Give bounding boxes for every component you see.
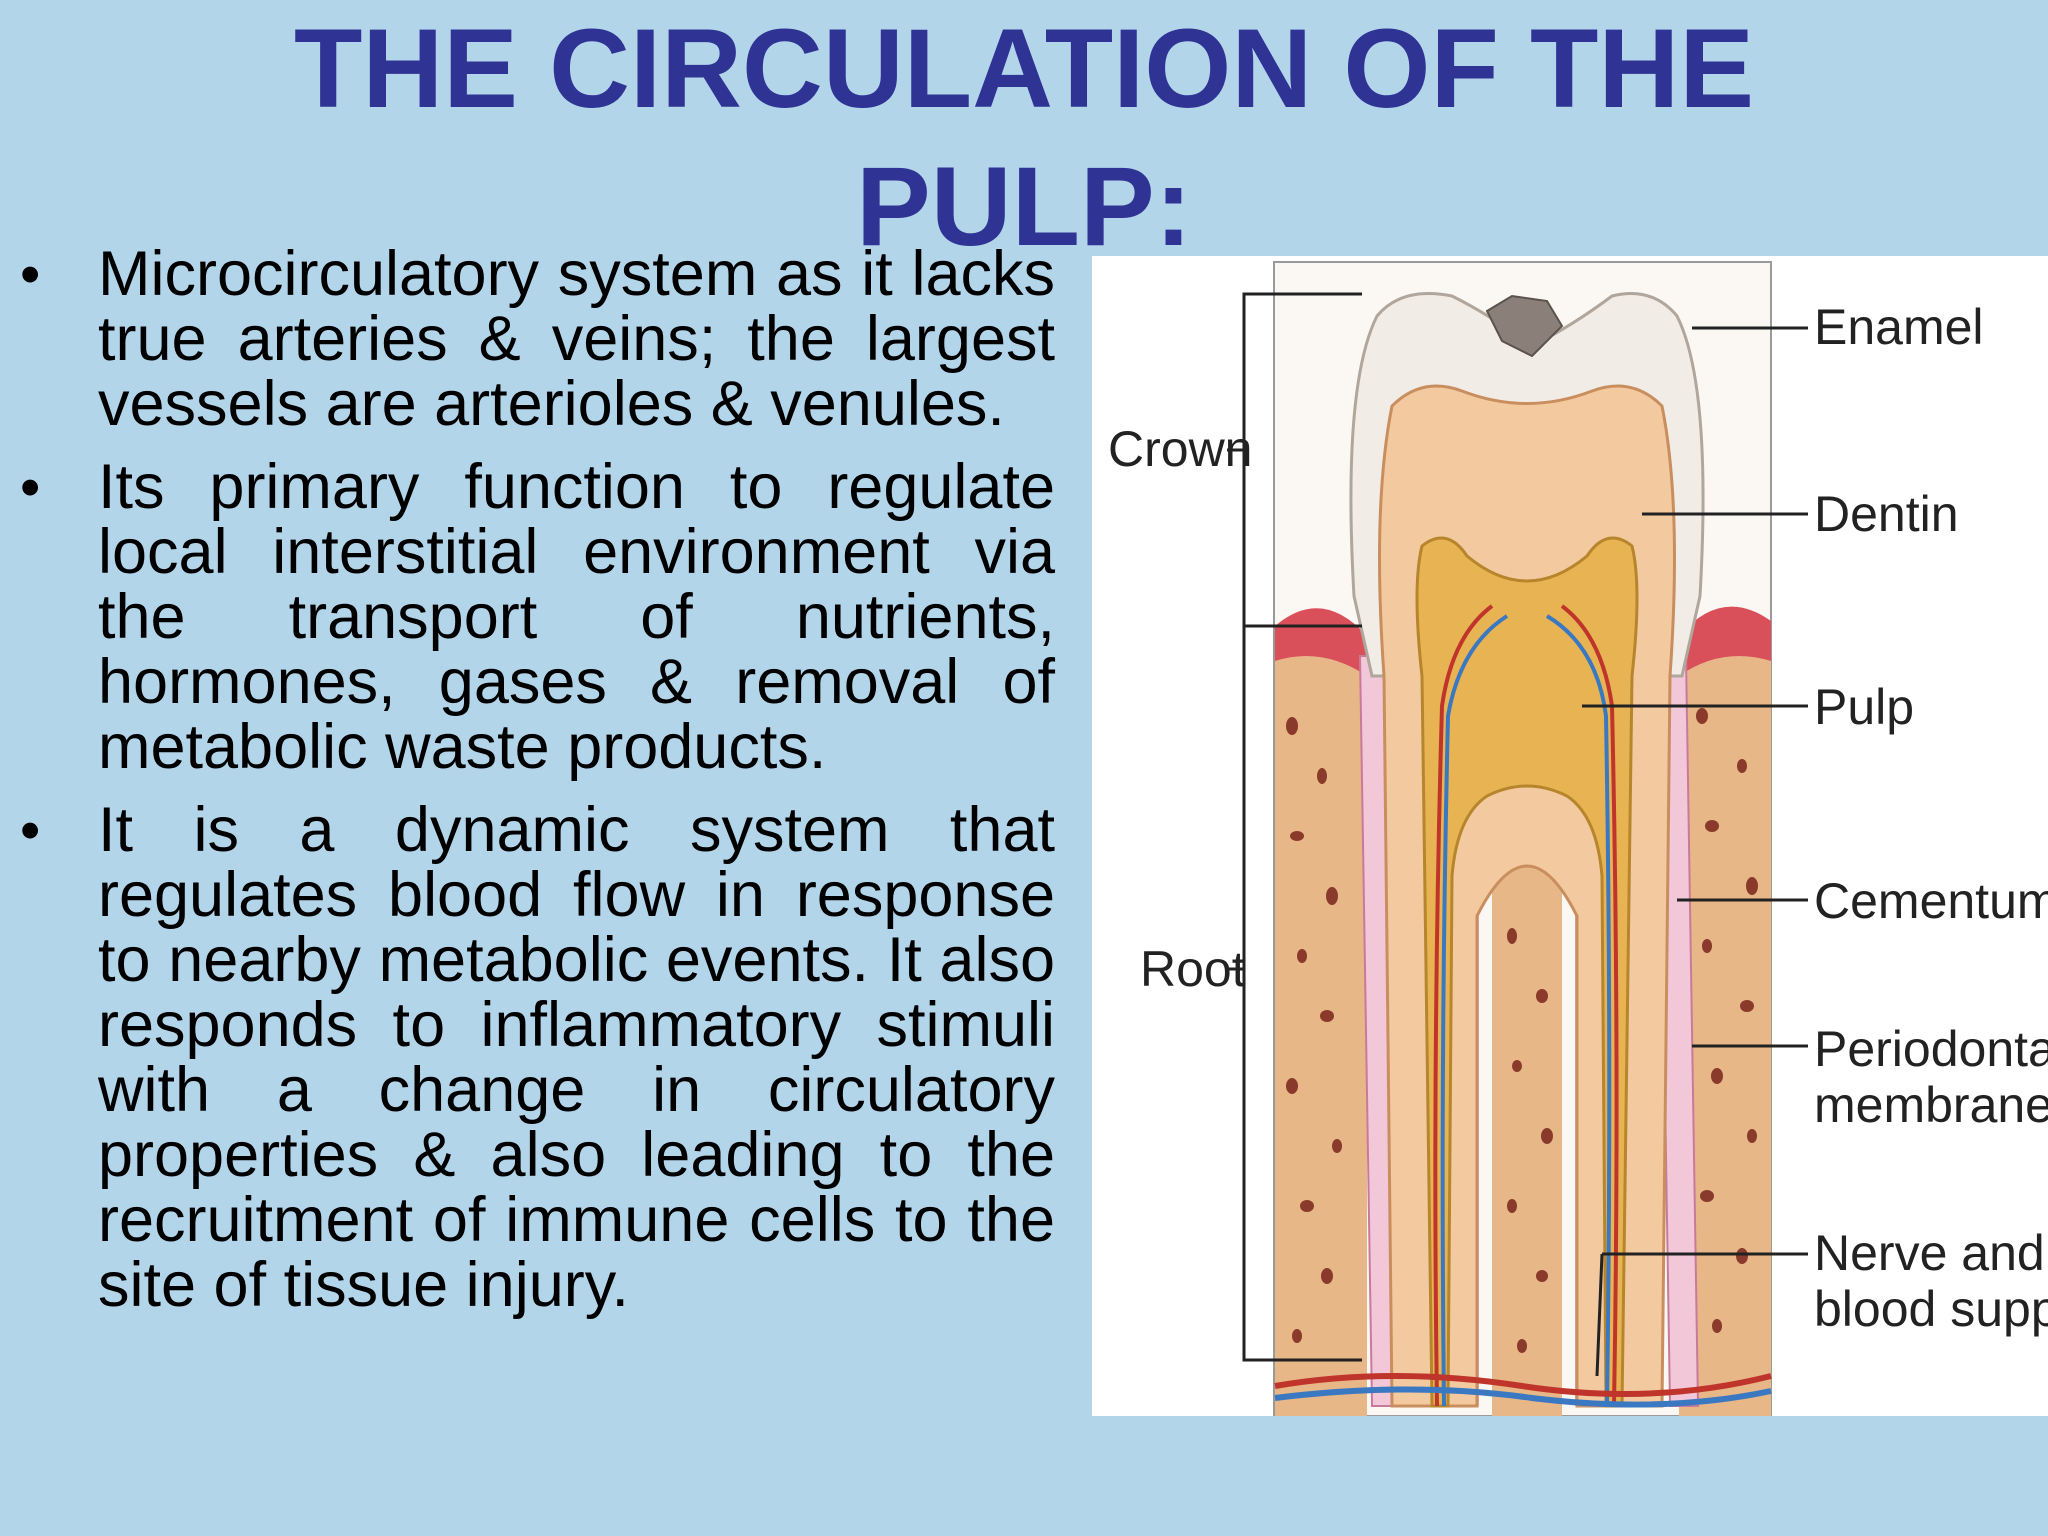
bone-center: [1492, 841, 1562, 1416]
label-cementum: Cementum: [1814, 873, 2048, 929]
blood-vessels: [1274, 604, 1772, 1408]
root-bracket: [1242, 624, 1362, 1362]
label-periodontal-line1: Periodontal: [1814, 1021, 2048, 1077]
crown-fissure: [1485, 294, 1564, 358]
label-root: Root: [1140, 941, 1246, 997]
bone-right: [1679, 646, 1771, 1416]
label-pulp: Pulp: [1814, 679, 1914, 735]
title-line-1: THE CIRCULATION OF THE: [293, 6, 1755, 131]
bullet-dot-icon: •: [20, 798, 41, 863]
bone-left: [1275, 646, 1367, 1416]
label-dentin: Dentin: [1814, 486, 1959, 542]
gum-right: [1679, 606, 1771, 676]
bullet-item: • It is a dynamic system that regulates …: [20, 798, 1055, 1318]
pulp-shape: [1415, 536, 1639, 1408]
bullet-item: • Microcirculatory system as it lacks tr…: [20, 242, 1055, 437]
bone-pores: [1286, 708, 1758, 1353]
bullet-text: Its primary function to regulate local i…: [98, 452, 1055, 782]
leader-lines: [1582, 326, 1808, 1377]
bullet-list: • Microcirculatory system as it lacks tr…: [20, 242, 1055, 1336]
bullet-text: Microcirculatory system as it lacks true…: [98, 239, 1055, 439]
bracket-lines: [1227, 292, 1362, 1362]
bullet-item: • Its primary function to regulate local…: [20, 455, 1055, 780]
label-crown: Crown: [1108, 421, 1252, 477]
title-line-2: PULP:: [856, 144, 1192, 269]
tooth-illustration: Crown Root Enamel Dentin Pulp Cementum P…: [1108, 261, 2048, 1416]
slide-title: THE CIRCULATION OF THE PULP:: [0, 0, 2048, 276]
tooth-anatomy-diagram: Crown Root Enamel Dentin Pulp Cementum P…: [1092, 256, 2048, 1416]
label-enamel: Enamel: [1814, 299, 1984, 355]
bullet-dot-icon: •: [20, 455, 41, 520]
bullet-dot-icon: •: [20, 242, 41, 307]
label-nerve-line1: Nerve and: [1814, 1225, 2045, 1281]
label-periodontal-line2: membrane: [1814, 1077, 2048, 1133]
label-nerve-line2: blood supply: [1814, 1281, 2048, 1337]
bullet-text: It is a dynamic system that regulates bl…: [98, 795, 1055, 1320]
